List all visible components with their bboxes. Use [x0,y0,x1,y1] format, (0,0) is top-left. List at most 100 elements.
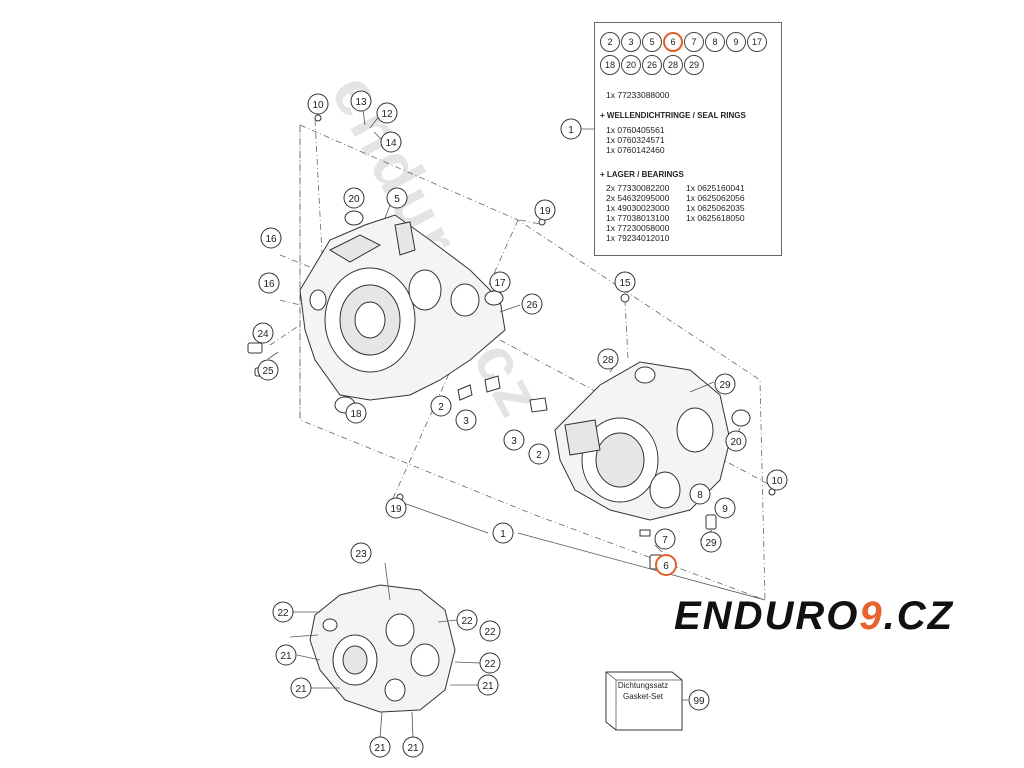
svg-text:21: 21 [374,743,386,754]
gasket-label-de: Dichtungssatz [617,681,669,690]
callout-20: 20 [343,187,365,209]
svg-text:22: 22 [461,616,473,627]
callout-28: 28 [597,348,619,370]
svg-text:14: 14 [385,138,397,149]
kit-part-circle: 8 [705,32,725,52]
callouts: 10 13 12 14 20 5 19 16 16 17 26 24 25 18… [252,90,788,758]
logo-text-a: ENDURO [674,594,860,638]
callout-1-kit: 1 [560,118,582,140]
callout-10: 10 [307,93,329,115]
kit-part-circle: 29 [684,55,704,75]
logo-text-9: 9 [859,594,884,638]
callout-13: 13 [350,90,372,112]
callout-6-highlighted: 6 [655,554,677,576]
callout-22: 22 [479,652,501,674]
svg-text:9: 9 [722,504,728,515]
callout-21: 21 [275,644,297,666]
svg-text:24: 24 [257,329,269,340]
svg-text:22: 22 [277,608,289,619]
svg-text:10: 10 [312,100,324,111]
callout-15: 15 [614,271,636,293]
svg-text:15: 15 [619,278,631,289]
svg-text:26: 26 [526,300,538,311]
svg-text:21: 21 [295,684,307,695]
kit-part-circle: 20 [621,55,641,75]
svg-text:16: 16 [265,234,277,245]
svg-text:22: 22 [484,627,496,638]
callout-17: 17 [489,271,511,293]
logo-text-cz: .CZ [883,594,955,638]
svg-text:99: 99 [693,696,705,707]
callout-12: 12 [376,102,398,124]
svg-text:17: 17 [494,278,506,289]
callout-1: 1 [492,522,514,544]
svg-text:29: 29 [705,538,717,549]
callout-3: 3 [455,409,477,431]
callout-99: 99 [688,689,710,711]
svg-text:1: 1 [568,125,574,136]
bearings-list-col2: 1x 0625160041 1x 0625062056 1x 062506203… [686,183,745,223]
kit-part-circle: 7 [684,32,704,52]
svg-text:2: 2 [438,402,444,413]
callout-20: 20 [725,430,747,452]
callout-9: 9 [714,497,736,519]
callout-8: 8 [689,483,711,505]
svg-text:20: 20 [730,437,742,448]
svg-text:23: 23 [355,549,367,560]
seal-rings-header: + WELLENDICHTRINGE / SEAL RINGS [600,111,746,120]
svg-text:3: 3 [463,416,469,427]
callout-21: 21 [290,677,312,699]
callout-2: 2 [528,443,550,465]
callout-24: 24 [252,322,274,344]
svg-text:21: 21 [482,681,494,692]
callout-21: 21 [402,736,424,758]
kit-part-circle: 3 [621,32,641,52]
callout-16: 16 [260,227,282,249]
callout-18: 18 [345,402,367,424]
left-crankcase-half [299,214,506,401]
svg-text:5: 5 [394,194,400,205]
callout-21: 21 [477,674,499,696]
kit-part-circle: 5 [642,32,662,52]
callout-22: 22 [479,620,501,642]
callout-19: 19 [385,497,407,519]
callout-7: 7 [654,528,676,550]
svg-text:22: 22 [484,659,496,670]
callout-26: 26 [521,293,543,315]
callout-23: 23 [350,542,372,564]
bearings-list-col1: 2x 77330082200 2x 54632095000 1x 4903002… [606,183,670,243]
svg-text:1: 1 [500,529,506,540]
callout-29: 29 [714,373,736,395]
svg-text:18: 18 [350,409,362,420]
gasket-set-label: Dichtungssatz Gasket-Set [608,680,678,702]
svg-text:19: 19 [539,206,551,217]
svg-text:7: 7 [662,535,668,546]
callout-16: 16 [258,272,280,294]
callout-2: 2 [430,395,452,417]
callout-5: 5 [386,187,408,209]
callout-10: 10 [766,469,788,491]
kit-part-circle: 2 [600,32,620,52]
crankcase-inner-view [309,584,456,713]
gasket-set-box [605,671,683,731]
svg-text:3: 3 [511,436,517,447]
kit-part-circle: 28 [663,55,683,75]
kit-part-circle: 9 [726,32,746,52]
callout-22: 22 [456,609,478,631]
svg-text:19: 19 [390,504,402,515]
callout-22: 22 [272,601,294,623]
callout-29: 29 [700,531,722,553]
svg-text:21: 21 [407,743,419,754]
callout-25: 25 [257,359,279,381]
seal-rings-list: 1x 0760405561 1x 0760324571 1x 076014246… [606,125,665,155]
svg-text:13: 13 [355,97,367,108]
callout-21: 21 [369,736,391,758]
svg-text:21: 21 [280,651,292,662]
svg-text:2: 2 [536,450,542,461]
svg-text:20: 20 [348,194,360,205]
kit-part-circle: 6 [663,32,683,52]
right-crankcase-half [554,361,731,521]
